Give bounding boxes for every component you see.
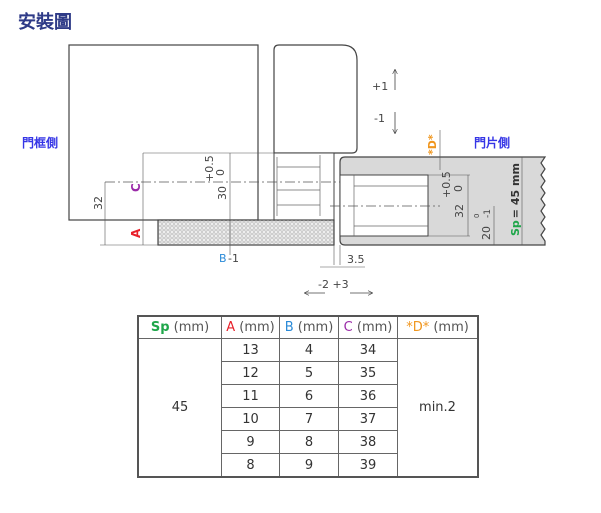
dim-20: 20 xyxy=(480,226,493,240)
cell-b: 8 xyxy=(279,430,339,454)
b-suffix: -1 xyxy=(228,252,239,265)
cell-c: 37 xyxy=(338,407,398,431)
dim-30: 30 xyxy=(216,186,229,200)
cell-b: 7 xyxy=(279,407,339,431)
d-label: *D* xyxy=(426,134,439,155)
frame-mounting-plate xyxy=(157,219,335,246)
cell-a: 10 xyxy=(221,407,280,431)
tol-plus05-left: +0.5 xyxy=(203,155,216,182)
hinge-block xyxy=(273,152,335,221)
cell-c: 38 xyxy=(338,430,398,454)
cell-c: 35 xyxy=(338,361,398,385)
dim-3-5: 3.5 xyxy=(347,253,365,266)
sp-label: Sp xyxy=(509,220,522,236)
sp-dimension: Sp = 45 mm xyxy=(509,163,522,236)
tol-0-left: 0 xyxy=(214,169,227,176)
cell-d: min.2 xyxy=(397,338,479,478)
cell-a: 11 xyxy=(221,384,280,408)
hinge-lines xyxy=(276,155,321,216)
header-sp: Sp (mm) xyxy=(137,315,222,339)
cell-sp: 45 xyxy=(137,338,222,478)
cell-c: 39 xyxy=(338,453,398,478)
table-header-row: Sp (mm) A (mm) B (mm) C (mm) *D* (mm) xyxy=(137,315,479,339)
cell-b: 9 xyxy=(279,453,339,478)
tol-0-right: 0 xyxy=(452,185,465,192)
header-d: *D* (mm) xyxy=(397,315,479,339)
cell-b: 4 xyxy=(279,338,339,362)
cell-b: 5 xyxy=(279,361,339,385)
header-a: A (mm) xyxy=(221,315,280,339)
dim-32-right: 32 xyxy=(453,204,466,218)
header-c: C (mm) xyxy=(338,315,398,339)
minus1-label: -1 xyxy=(374,112,385,125)
cell-a: 13 xyxy=(221,338,280,362)
cell-c: 36 xyxy=(338,384,398,408)
frame-side-label: 門框側 xyxy=(22,135,58,150)
dim-32-left: 32 xyxy=(92,196,105,210)
cell-c: 34 xyxy=(338,338,398,362)
cell-a: 8 xyxy=(221,453,280,478)
tol-minus1-small: -1 xyxy=(483,209,493,218)
hinge-cup xyxy=(339,174,429,237)
page-title: 安裝圖 xyxy=(18,11,72,33)
tol-0-small: 0 xyxy=(473,214,481,218)
hinge-arm xyxy=(273,44,358,154)
tol-plus05-right: +0.5 xyxy=(440,171,453,198)
c-label: C xyxy=(129,183,143,192)
spec-table: Sp (mm) A (mm) B (mm) C (mm) *D* (mm) 45… xyxy=(137,315,479,478)
table-row: 45 13 4 34 min.2 xyxy=(137,338,479,478)
cell-b: 6 xyxy=(279,384,339,408)
b-label: B xyxy=(219,252,227,265)
diagram-drawing: 安裝圖 門框側 門片側 +1 xyxy=(18,11,547,300)
cell-a: 12 xyxy=(221,361,280,385)
cell-a: 9 xyxy=(221,430,280,454)
plus1-label: +1 xyxy=(372,80,388,93)
adjust-lr-label: -2 +3 xyxy=(318,278,349,291)
a-label: A xyxy=(129,228,143,238)
door-side-label: 門片側 xyxy=(474,135,510,150)
sp-value: = 45 mm xyxy=(509,163,522,218)
header-b: B (mm) xyxy=(279,315,339,339)
door-frame xyxy=(68,44,259,221)
